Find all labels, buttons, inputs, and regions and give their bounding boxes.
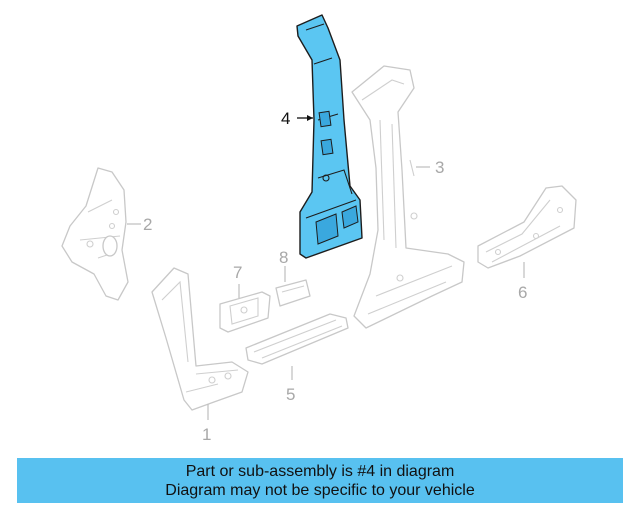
part-3 (351, 65, 465, 329)
callout-6: 6 (518, 283, 527, 302)
part-4-highlighted[interactable] (296, 14, 363, 259)
part-8 (275, 279, 311, 307)
banner-line-1: Part or sub-assembly is #4 in diagram (185, 462, 455, 480)
part-2 (61, 167, 129, 301)
part-7 (219, 291, 271, 333)
part-6 (477, 185, 577, 269)
callout-8: 8 (279, 248, 288, 267)
callout-4: 4 (281, 109, 290, 128)
callout-7: 7 (233, 263, 242, 282)
info-banner: Part or sub-assembly is #4 in diagram Di… (17, 458, 623, 503)
callout-5: 5 (286, 385, 295, 404)
part-1 (151, 267, 249, 411)
callout-3: 3 (435, 158, 444, 177)
callout-1: 1 (202, 425, 211, 444)
callout-2: 2 (143, 215, 152, 234)
banner-line-2: Diagram may not be specific to your vehi… (165, 481, 475, 499)
leader-4-arrow (307, 115, 313, 121)
part-5 (245, 313, 349, 365)
